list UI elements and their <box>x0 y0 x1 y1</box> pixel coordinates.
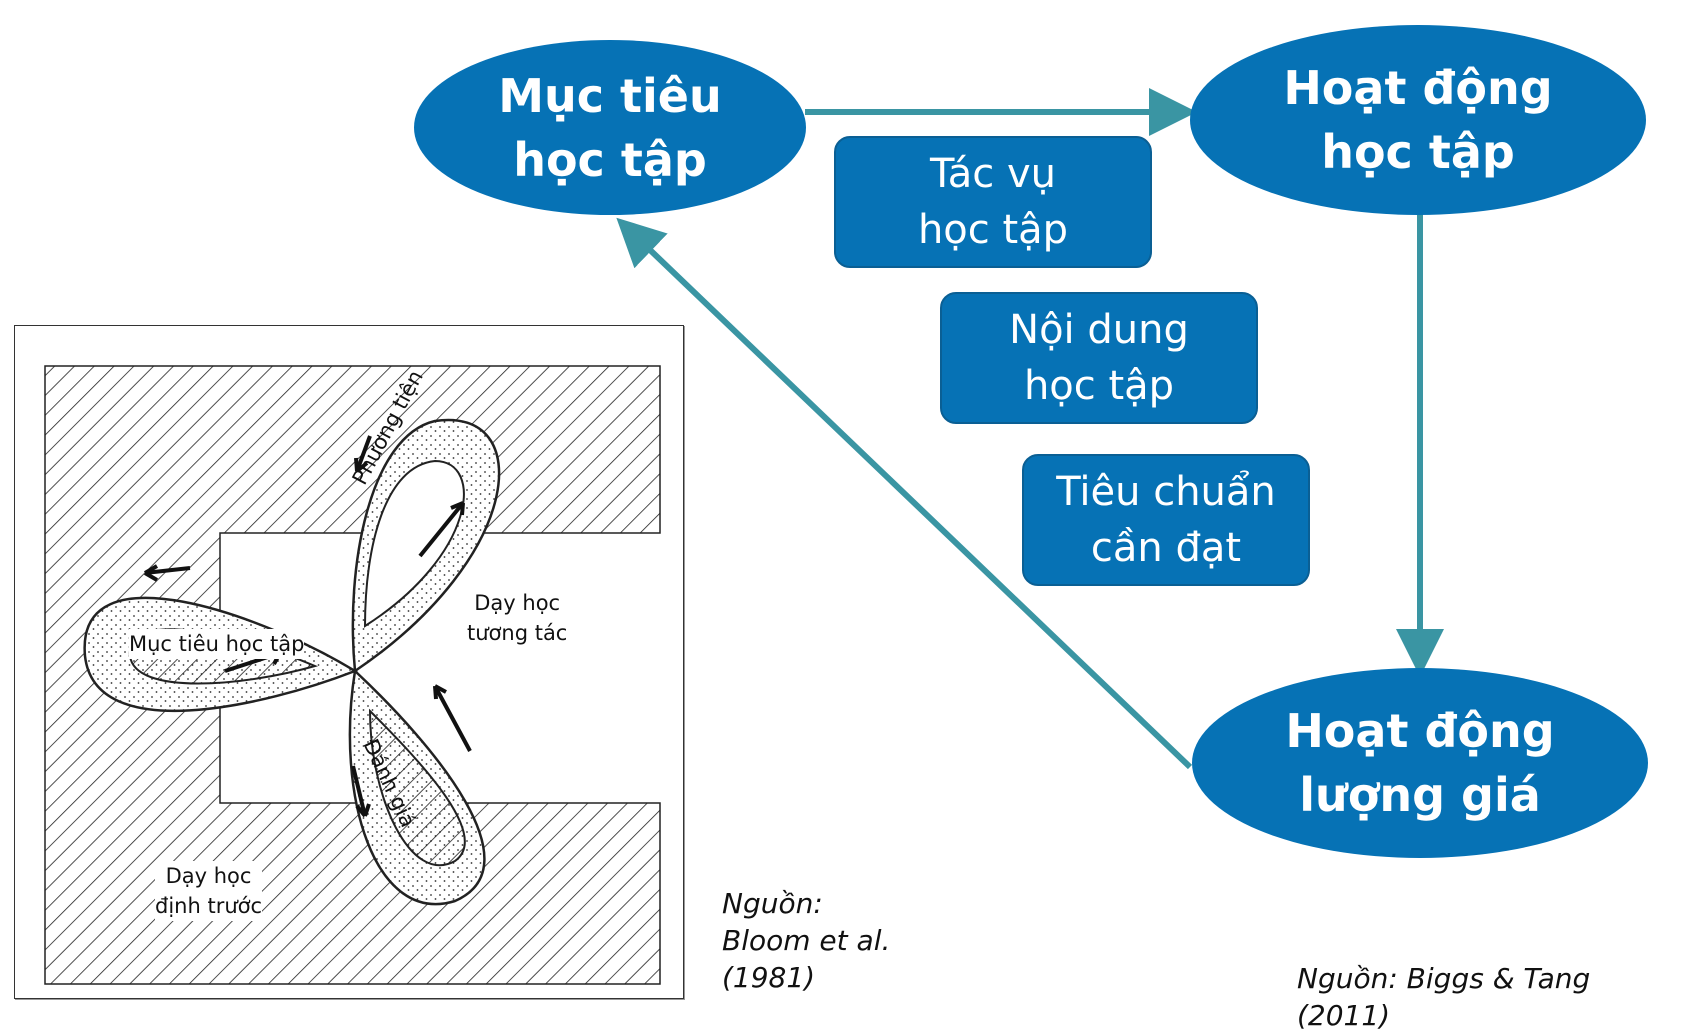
box-learning-content-line2: học tập <box>1023 363 1175 409</box>
figure-label-predefined: Dạy học định trước <box>155 861 263 921</box>
box-standards-line1: Tiêu chuẩn <box>1056 469 1276 515</box>
figure-label-predefined-line1: Dạy học <box>165 864 252 888</box>
figure-label-interactive: Dạy học tương tác <box>467 588 567 648</box>
node-learning-activities-line2: học tập <box>1321 125 1515 179</box>
node-learning-objectives-line2: học tập <box>513 132 707 187</box>
node-learning-activities: Hoạt động học tập <box>1190 25 1646 215</box>
node-assessment-activities: Hoạt động lượng giá <box>1192 668 1648 858</box>
node-assessment-activities-line1: Hoạt động <box>1285 704 1555 758</box>
node-learning-objectives: Mục tiêu học tập <box>414 40 806 215</box>
figure-label-interactive-line1: Dạy học <box>474 591 561 615</box>
source-bloom-line2: Bloom et al. <box>722 924 891 957</box>
box-standards-line2: cần đạt <box>1090 525 1242 571</box>
hatched-region <box>44 365 661 985</box>
node-learning-objectives-line1: Mục tiêu <box>498 68 722 123</box>
figure-label-interactive-line2: tương tác <box>467 621 568 645</box>
figure-label-predefined-line2: định trước <box>155 894 263 918</box>
box-learning-tasks: Tác vụ học tập <box>834 136 1152 268</box>
arrow-assessment-to-objectives <box>616 217 1193 770</box>
bloom-figure: Phương tiện Mục tiêu học tập Dạy học tươ… <box>14 325 684 999</box>
box-standards: Tiêu chuẩn cần đạt <box>1022 454 1310 586</box>
figure-label-objectives: Mục tiêu học tập <box>129 629 305 659</box>
source-biggs: Nguồn: Biggs & Tang (2011) <box>1297 962 1591 1032</box>
node-assessment-activities-line2: lượng giá <box>1299 768 1541 822</box>
source-bloom: Nguồn: Bloom et al. (1981) <box>722 885 890 996</box>
box-learning-tasks-line2: học tập <box>917 207 1069 253</box>
box-learning-content-line1: Nội dung <box>1009 307 1189 353</box>
source-bloom-line3: (1981) <box>722 961 816 994</box>
bloom-figure-drawing <box>44 365 661 985</box>
box-learning-content: Nội dung học tập <box>940 292 1258 424</box>
node-learning-activities-line1: Hoạt động <box>1283 61 1553 115</box>
source-bloom-line1: Nguồn: <box>722 887 823 920</box>
box-learning-tasks-line1: Tác vụ <box>929 151 1057 197</box>
connector-arrows <box>616 88 1444 770</box>
